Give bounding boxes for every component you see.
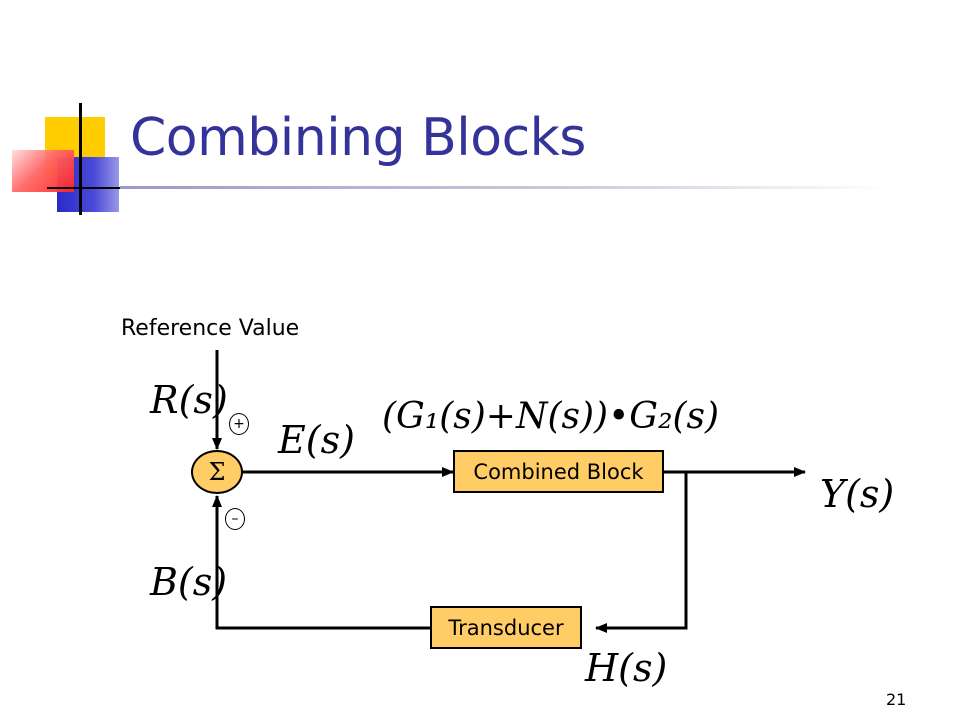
deco-horizontal-line [47, 187, 127, 189]
output-signal-label: Y(s) [820, 472, 895, 516]
reference-value-label: Reference Value [121, 316, 300, 341]
summing-symbol: Σ [208, 458, 226, 486]
feedback-takeoff-wire [595, 472, 688, 633]
feedback-signal-label: B(s) [150, 560, 228, 604]
title-underline [120, 186, 890, 189]
deco-red-square [12, 150, 74, 192]
error-signal-label: E(s) [278, 418, 355, 462]
transducer-label: Transducer [448, 615, 564, 640]
summing-junction: Σ [191, 450, 243, 494]
combined-block-label: Combined Block [473, 459, 644, 484]
combined-block: Combined Block [453, 450, 664, 493]
page-number: 21 [886, 690, 907, 709]
minus-sign: – [225, 508, 245, 530]
deco-vertical-line [79, 103, 82, 215]
slide-title: Combining Blocks [130, 108, 586, 168]
plus-sign: + [229, 413, 249, 435]
transducer-block: Transducer [430, 606, 582, 649]
reference-signal-label: R(s) [150, 378, 228, 422]
transfer-function-label: (G₁(s)+N(s))•G₂(s) [382, 396, 720, 437]
feedback-function-label: H(s) [585, 646, 668, 690]
corner-decoration [0, 95, 140, 220]
feedback-return-wire [212, 495, 430, 630]
